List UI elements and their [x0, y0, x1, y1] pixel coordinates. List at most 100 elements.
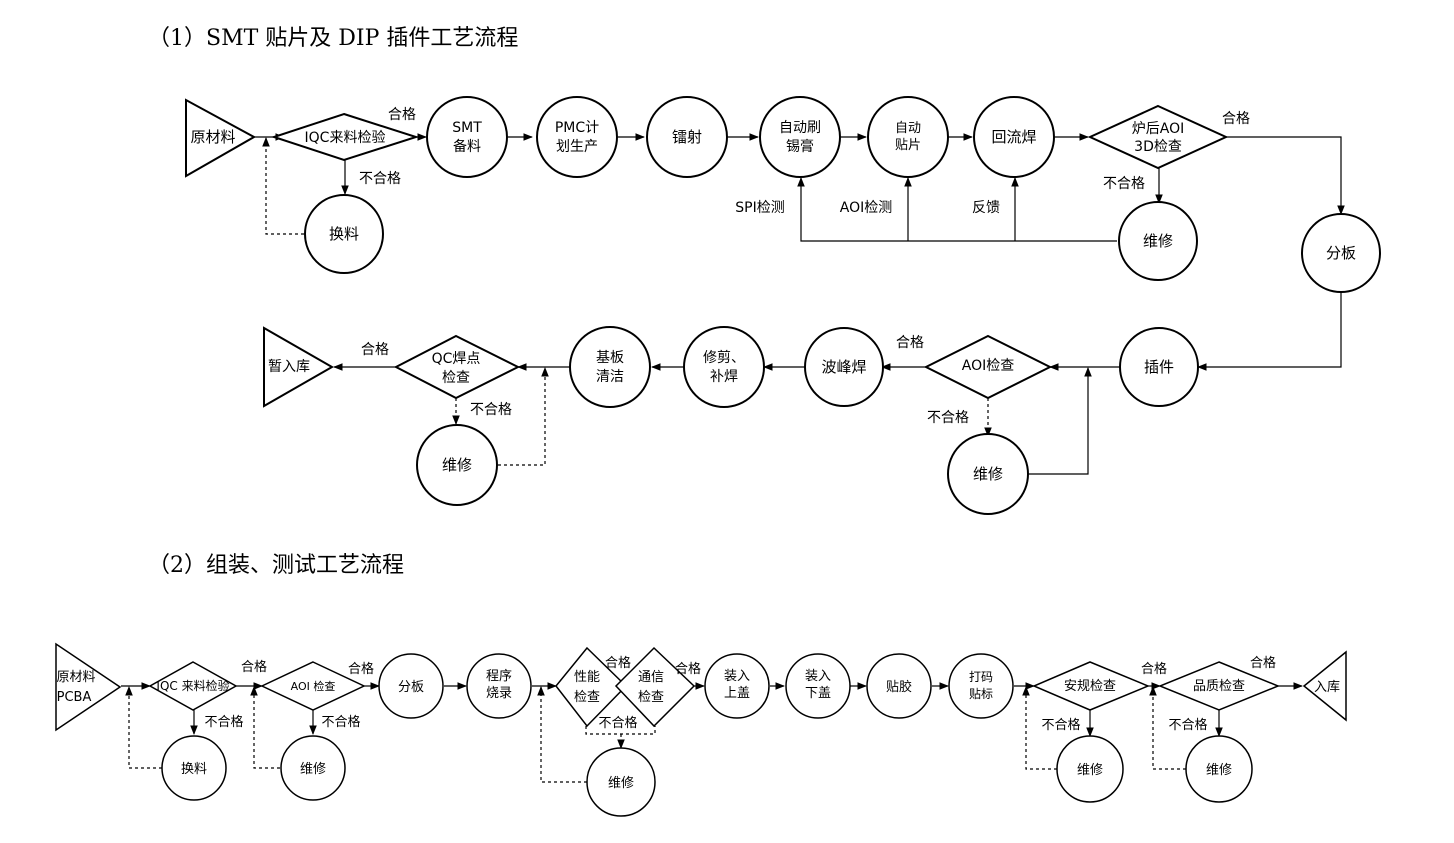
feedback-dashed [250, 686, 280, 769]
section-1-title: （1）SMT 贴片及 DIP 插件工艺流程 [148, 26, 519, 51]
split-board-node [1301, 213, 1381, 293]
connector [1028, 367, 1092, 475]
program-burn-label-2: 烧录 [486, 686, 512, 701]
clean-label-2: 清洁 [596, 369, 624, 385]
communication-label-1: 通信 [638, 670, 664, 685]
communication-label-2: 检查 [638, 690, 664, 705]
feedback-label: 反馈 [972, 200, 1000, 216]
connector [1197, 290, 1342, 371]
qc-label-2: 检查 [442, 370, 470, 386]
fail-label: 不合格 [1168, 717, 1207, 733]
fail-label: 不合格 [470, 402, 512, 418]
glue-node [866, 653, 932, 719]
auto-print-label-1: 自动刷 [779, 120, 821, 136]
repair-label-d: 维修 [1206, 763, 1232, 778]
bottom-cover-label-1: 装入 [805, 669, 831, 684]
performance-label-2: 检查 [574, 690, 600, 705]
fail-label: 不合格 [1103, 176, 1145, 192]
performance-check-node [555, 646, 628, 728]
repair-node-b [586, 747, 656, 817]
pass-label: 合格 [241, 659, 267, 675]
pass-label: 合格 [1222, 111, 1250, 127]
trim-label-2: 补焊 [710, 369, 738, 385]
pass-label: 合格 [388, 107, 416, 123]
label-node [948, 653, 1014, 719]
pass-label: 合格 [605, 655, 631, 671]
label-node-label-2: 贴标 [969, 687, 993, 701]
pass-label: 合格 [361, 342, 389, 358]
label-node-label-1: 打码 [969, 670, 993, 684]
pass-label: 合格 [1250, 655, 1276, 671]
iqc-label-2: IQC 来料检验 [156, 678, 229, 693]
auto-print-node [759, 96, 841, 178]
glue-label: 贴胶 [886, 679, 912, 695]
clean-node [569, 326, 651, 408]
repair-label-2: 维修 [973, 465, 1003, 483]
bottom-cover-node [785, 653, 851, 719]
pmc-plan-node [536, 96, 618, 178]
pass-label: 合格 [675, 661, 701, 677]
trim-label-1: 修剪、 [703, 350, 745, 366]
quality-check-node [1158, 661, 1280, 711]
feedback-dashed [1149, 686, 1186, 770]
fail-label: 不合格 [204, 714, 243, 730]
split-board-label-2: 分板 [398, 680, 424, 695]
aoi-3d-node [1087, 104, 1229, 170]
replace-material-node [304, 194, 384, 274]
raw-material-pcba-label-2: PCBA [57, 690, 92, 705]
qc-label-1: QC焊点 [432, 351, 481, 367]
laser-node [646, 96, 728, 178]
raw-material-pcba-label-1: 原材料 [56, 670, 95, 685]
replace-material-label: 换料 [329, 225, 359, 243]
connector [1224, 136, 1345, 215]
qc-solder-node [393, 334, 521, 400]
reflow-node [973, 96, 1055, 178]
clean-label-1: 基板 [596, 349, 624, 366]
fail-label: 不合格 [1041, 717, 1080, 733]
replace-material-label-2: 换料 [181, 762, 207, 777]
warehouse-label: 入库 [1314, 679, 1340, 695]
repair-label-b: 维修 [608, 776, 634, 791]
aoi-3d-label-2: 3D检查 [1134, 139, 1182, 155]
fail-label: 不合格 [598, 715, 637, 731]
repair-node-2 [947, 433, 1029, 515]
repair-node-1 [1118, 201, 1198, 281]
safety-check-label: 安规检查 [1064, 679, 1116, 694]
spi-label: SPI检测 [735, 200, 784, 216]
smt-prep-node [426, 96, 508, 178]
pass-label: 合格 [1141, 661, 1167, 677]
repair-node-c [1056, 735, 1124, 803]
auto-place-node [867, 96, 949, 178]
top-cover-node [704, 653, 770, 719]
auto-print-label-2: 锡膏 [786, 138, 814, 155]
aoi-check-label: AOI检测 [840, 200, 892, 216]
section-2-title: （2）组装、测试工艺流程 [148, 553, 404, 578]
repair-label-1: 维修 [1143, 232, 1173, 250]
quality-check-label: 品质检查 [1193, 679, 1245, 694]
wave-solder-node [804, 327, 884, 407]
pass-label: 合格 [348, 661, 374, 677]
replace-material-node-2 [161, 735, 227, 801]
auto-place-label-1: 自动 [895, 121, 921, 136]
top-cover-label-2: 上盖 [724, 686, 750, 701]
raw-material-node [185, 98, 257, 178]
repair-label-a: 维修 [300, 762, 326, 777]
bottom-cover-label-2: 下盖 [805, 686, 831, 701]
auto-place-label-2: 贴片 [895, 138, 921, 153]
repair-node-d [1185, 735, 1253, 803]
iqc-inspection-node-2 [148, 661, 238, 711]
iqc-label: IQC来料检验 [305, 130, 386, 146]
smt-prep-label-2: 备料 [453, 138, 481, 155]
aoi-inspect-node [923, 334, 1053, 400]
split-board-label: 分板 [1326, 244, 1356, 262]
aoi-3d-label-1: 炉后AOI [1132, 121, 1184, 137]
repair-node-a [280, 735, 346, 801]
split-board-node-2 [378, 653, 444, 719]
smt-dip-flow: 原材料 IQC来料检验 换料 SMT 备料 PMC计 划生产 镭射 自动刷 锡膏… [185, 96, 1381, 515]
wave-solder-label: 波峰焊 [821, 358, 866, 376]
aoi-inspect-label: AOI检查 [962, 358, 1014, 374]
pmc-label-2: 划生产 [556, 139, 598, 155]
communication-check-node [614, 646, 696, 728]
top-cover-label-1: 装入 [724, 669, 750, 684]
